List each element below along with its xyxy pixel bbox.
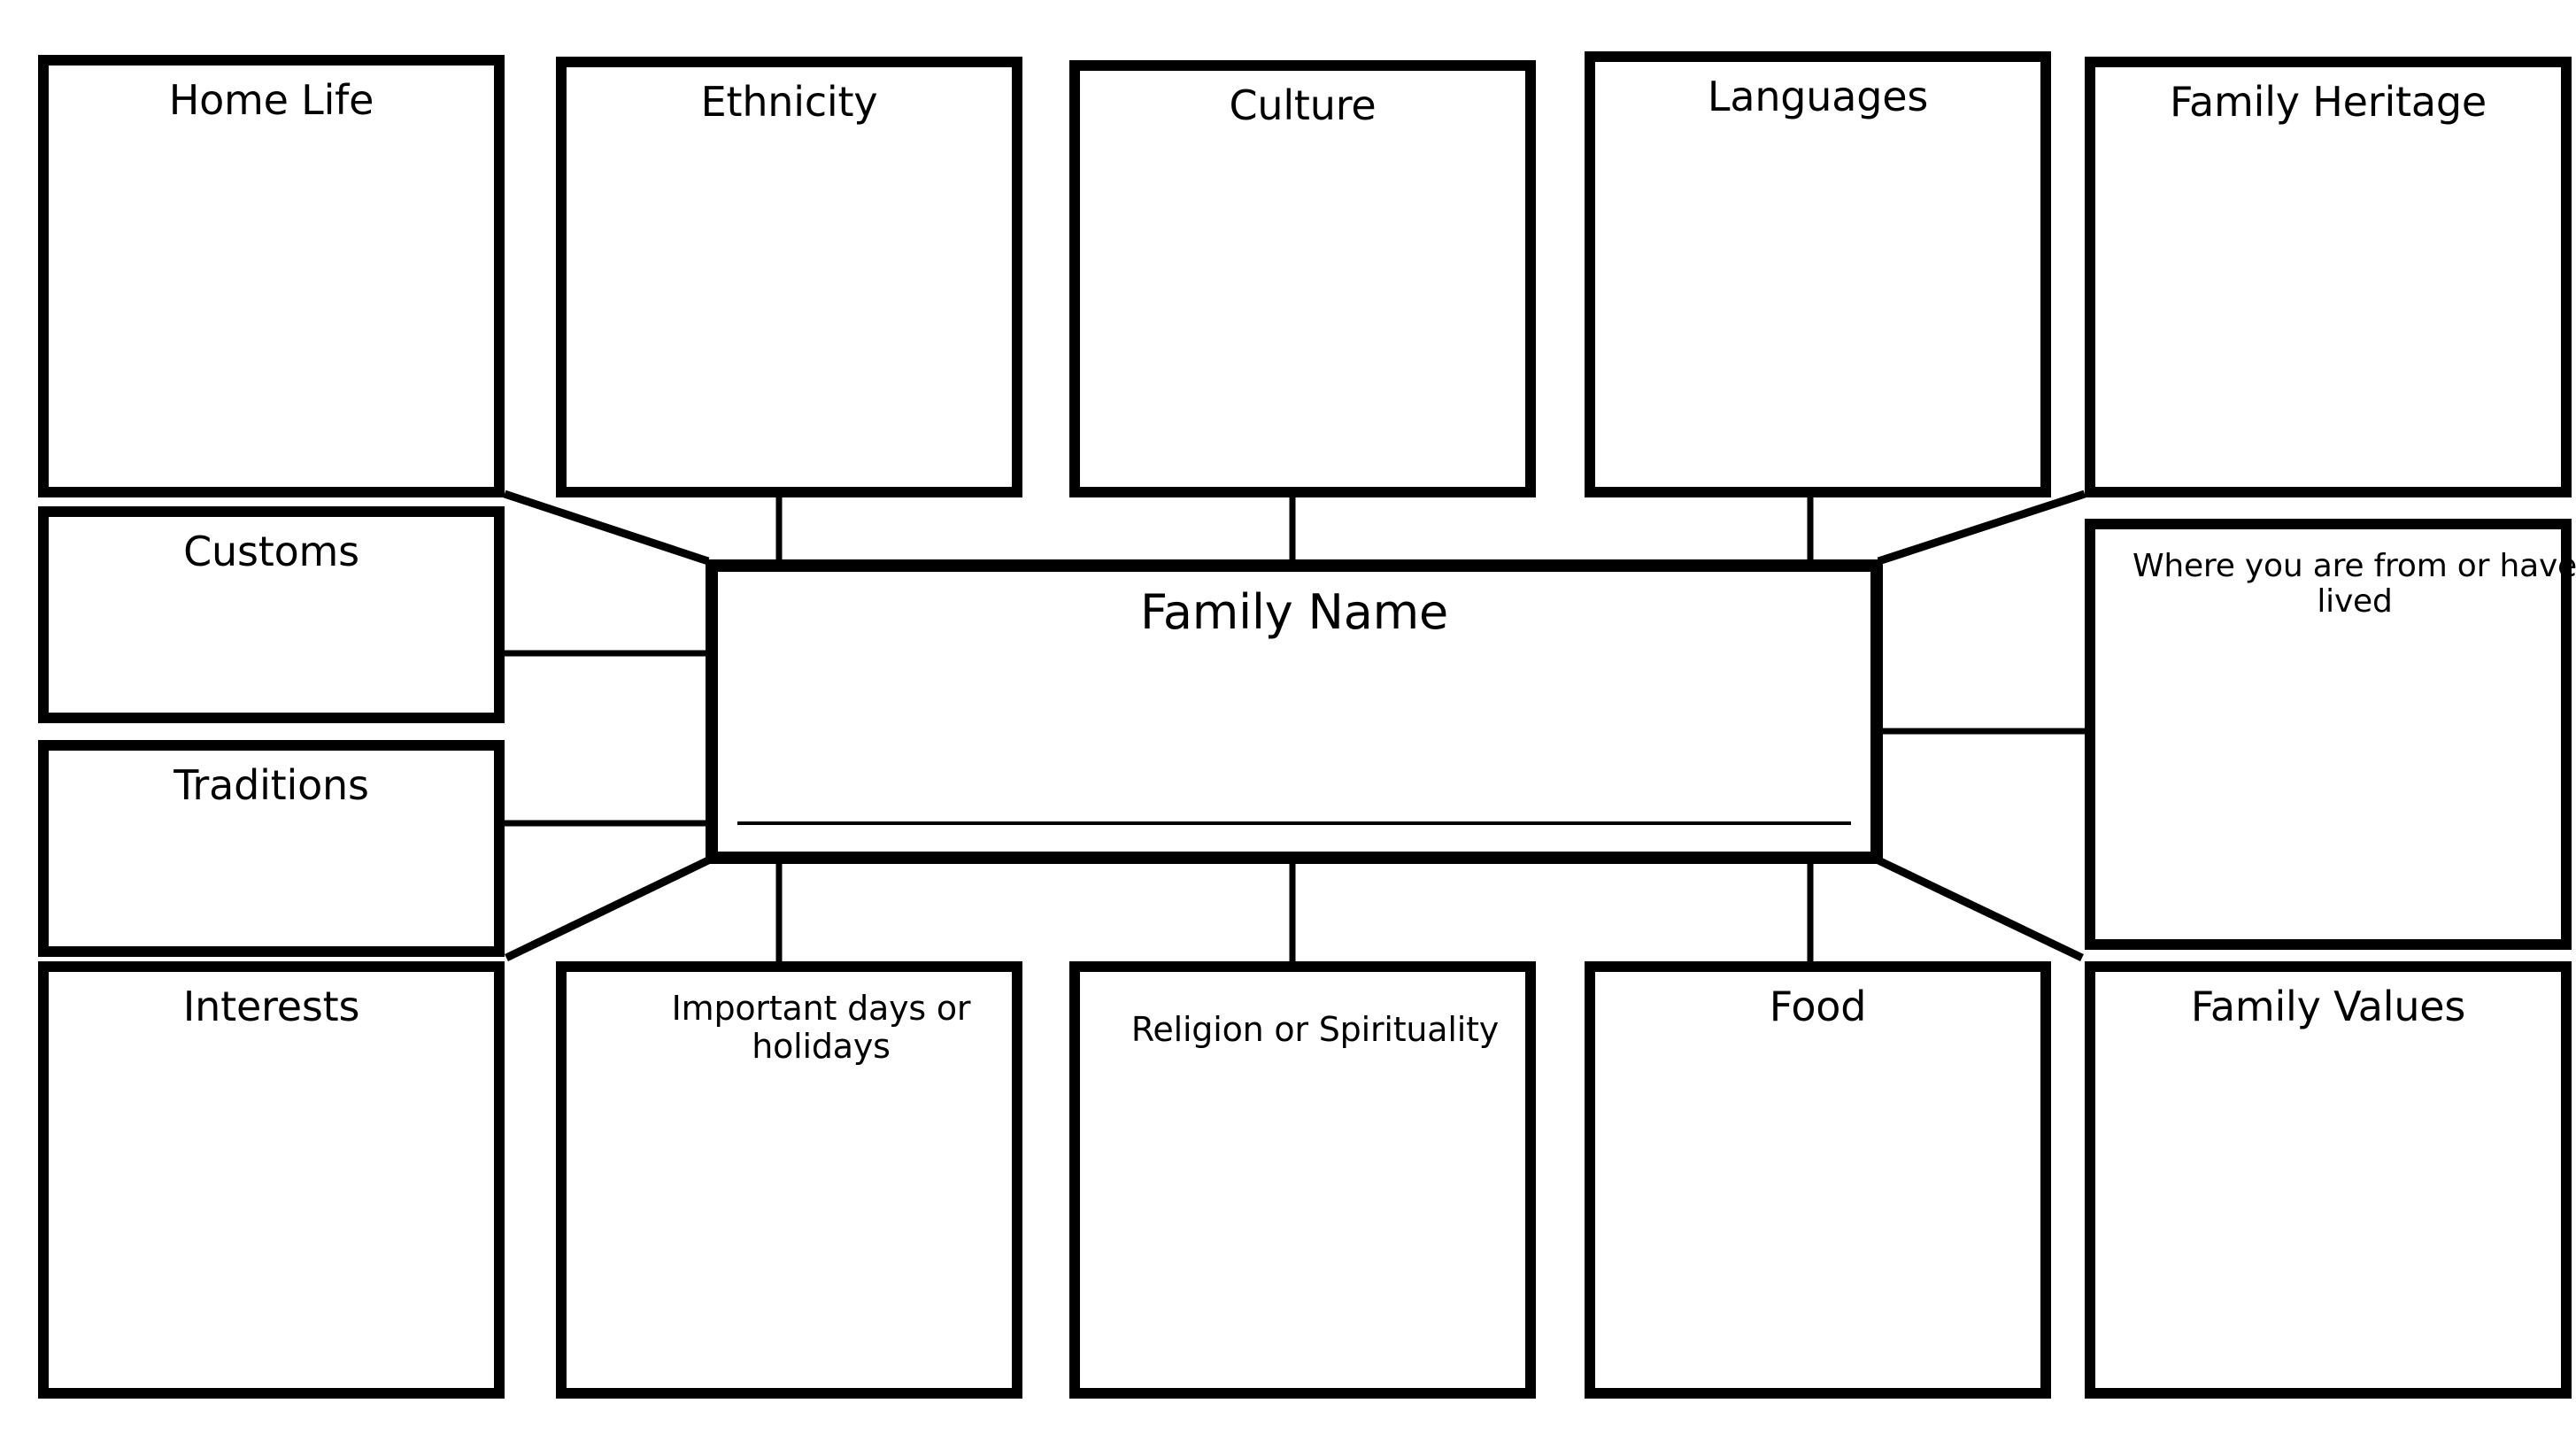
connector-home-life: [503, 490, 710, 566]
box-family-values[interactable]: Family Values: [2085, 961, 2572, 1399]
box-family-heritage-label: Family Heritage: [2170, 78, 2487, 126]
box-food-label: Food: [1769, 983, 1867, 1030]
box-important-days-or-holidays[interactable]: Important days or holidays: [556, 961, 1022, 1399]
connector-interests: [505, 856, 710, 962]
box-family-name[interactable]: Family Name: [706, 559, 1883, 864]
box-important-days-or-holidays-label: Important days or holidays: [671, 989, 971, 1066]
box-customs[interactable]: Customs: [38, 506, 505, 723]
box-languages[interactable]: Languages: [1585, 51, 2051, 497]
box-food[interactable]: Food: [1585, 961, 2051, 1399]
box-customs-label: Customs: [183, 528, 359, 575]
box-where-you-are-from[interactable]: Where you are from or have lived: [2085, 519, 2576, 950]
connector-family-values: [1877, 856, 2084, 962]
box-traditions-label: Traditions: [174, 761, 369, 809]
box-family-name-label: Family Name: [1139, 584, 1449, 640]
box-home-life-label: Home Life: [168, 76, 374, 124]
box-interests[interactable]: Interests: [38, 961, 505, 1399]
box-family-values-label: Family Values: [2190, 983, 2466, 1030]
box-ethnicity-label: Ethnicity: [700, 78, 878, 126]
box-religion-or-spirituality-label: Religion or Spirituality: [1130, 1010, 1500, 1049]
box-ethnicity[interactable]: Ethnicity: [556, 57, 1022, 497]
connector-family-heritage: [1877, 490, 2086, 566]
box-where-you-are-from-label: Where you are from or have lived: [2132, 548, 2576, 621]
family-name-write-line[interactable]: [737, 821, 1851, 825]
box-culture-label: Culture: [1229, 81, 1377, 129]
box-religion-or-spirituality[interactable]: Religion or Spirituality: [1069, 961, 1536, 1399]
box-home-life[interactable]: Home Life: [38, 55, 505, 497]
box-family-heritage[interactable]: Family Heritage: [2085, 57, 2572, 497]
box-interests-label: Interests: [182, 983, 360, 1030]
box-traditions[interactable]: Traditions: [38, 740, 505, 957]
box-languages-label: Languages: [1707, 73, 1929, 120]
box-culture[interactable]: Culture: [1069, 60, 1536, 497]
